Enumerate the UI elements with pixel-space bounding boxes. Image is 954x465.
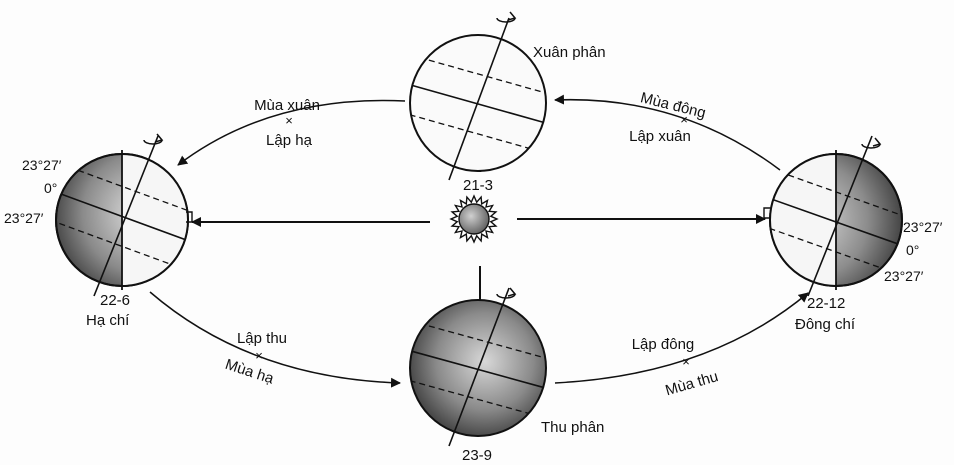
autumn-name-label: Thu phân [541, 419, 604, 436]
arc-cross-marker: × [255, 348, 263, 363]
winter-date-label: 22-12 [807, 295, 845, 312]
earth-autumn [400, 288, 560, 446]
summer-lat-bottom: 23°27′ [4, 210, 44, 226]
arc-spring-marker-label: Lập hạ [266, 132, 313, 149]
earth-spring [400, 12, 560, 180]
arc-cross-marker: × [285, 113, 293, 128]
winter-lat-middle: 0° [906, 242, 919, 258]
arc-summer-season-label: Mùa hạ [223, 356, 276, 388]
autumn-date-label: 23-9 [462, 447, 492, 464]
summer-date-label: 22-6 [100, 292, 130, 309]
summer-lat-top: 23°27′ [22, 157, 62, 173]
spring-name-label: Xuân phân [533, 44, 606, 61]
arc-autumn-season-label: Mùa thu [663, 368, 720, 399]
arc-autumn-marker-label: Lập đông [632, 336, 695, 353]
summer-lat-middle: 0° [44, 180, 57, 196]
arc-spring-season-label: Mùa xuân [254, 97, 320, 114]
winter-lat-bottom: 23°27′ [884, 268, 924, 284]
earth-summer [50, 134, 200, 296]
sun-icon [451, 196, 497, 242]
spring-date-label: 21-3 [463, 177, 493, 194]
winter-lat-top: 23°27′ [903, 219, 943, 235]
arc-winter-marker-label: Lập xuân [629, 128, 691, 145]
arc-cross-marker: × [682, 354, 690, 369]
arc-summer-marker-label: Lập thu [237, 330, 287, 347]
arc-winter-season-label: Mùa đông [639, 89, 708, 122]
summer-name-label: Hạ chí [86, 312, 130, 329]
winter-name-label: Đông chí [795, 316, 856, 333]
